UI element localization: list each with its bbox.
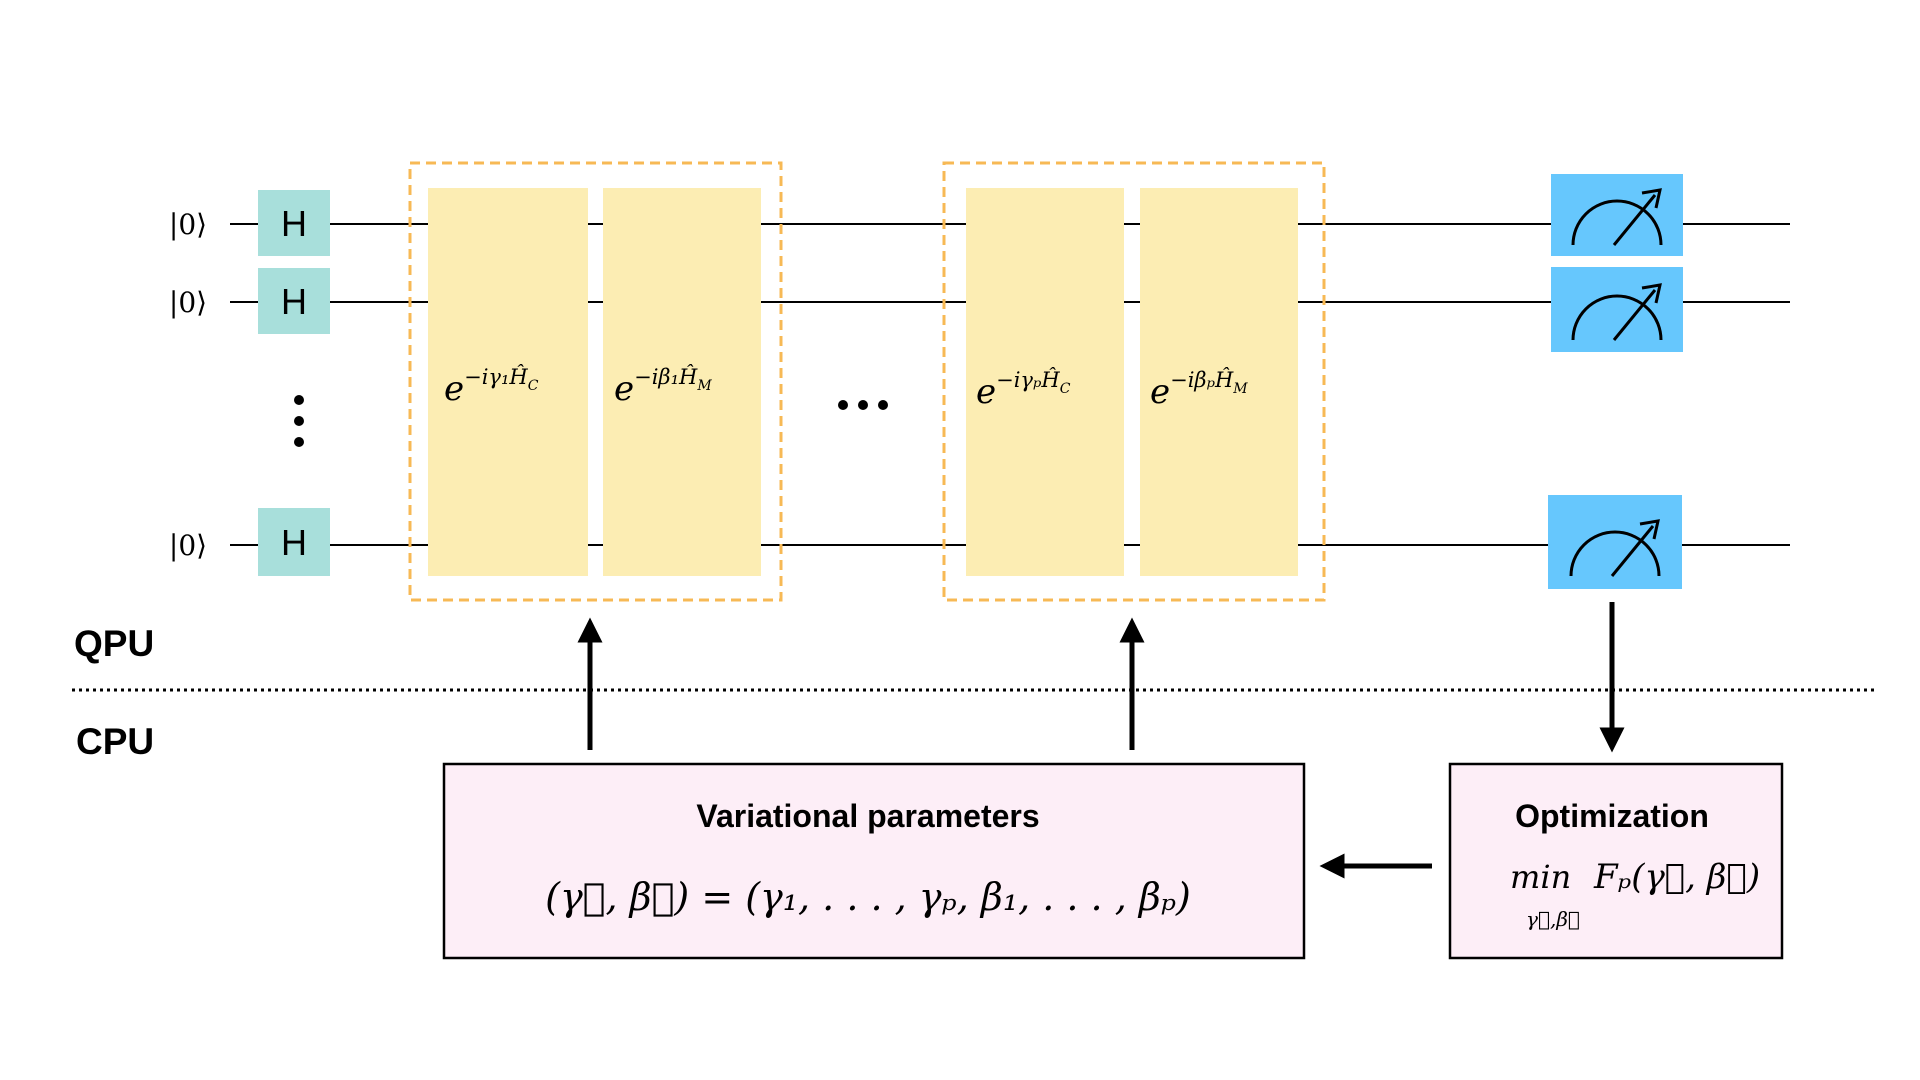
cpu-label: CPU (76, 721, 154, 762)
mixer-unitary-1-label: e−iβ₁ĤM (614, 365, 712, 409)
meter-icon (1569, 519, 1661, 577)
measurement-gates (1548, 174, 1683, 589)
optimization-title: Optimization (1515, 798, 1709, 834)
optimization-box: Optimization min γ⃗,β⃗ Fₚ(γ⃗, β⃗) (1448, 762, 1784, 960)
hadamard-gate-1 (258, 190, 330, 256)
qpu-label: QPU (74, 623, 154, 664)
hadamard-gate-2 (258, 268, 330, 334)
hadamard-gate-n (258, 508, 330, 576)
cost-unitary-1 (428, 188, 588, 576)
initial-state-2: |0⟩ (169, 286, 207, 319)
layer-p-border (942, 161, 1326, 602)
cost-unitary-p (966, 188, 1124, 576)
optimization-min-subscript: γ⃗,β⃗ (1526, 907, 1580, 931)
arrows (577, 602, 1625, 879)
vertical-ellipsis (294, 395, 304, 447)
variational-parameters-title: Variational parameters (696, 798, 1039, 834)
mixer-unitary-p-label: e−iβₚĤM (1150, 368, 1248, 412)
layer-1-border (408, 161, 783, 602)
variational-parameters-formula: (γ⃗, β⃗) = (γ₁, . . . , γₚ, β₁, . . . , … (545, 875, 1191, 919)
cost-unitary-1-label: e−iγ₁ĤC (444, 365, 539, 409)
mixer-unitary-1 (603, 188, 761, 576)
meter-icon (1571, 188, 1663, 246)
layer-1: e−iγ₁ĤC e−iβ₁ĤM (408, 161, 783, 602)
layer-ellipsis (838, 400, 888, 410)
hadamard-label-1: H (281, 203, 307, 244)
initial-states: |0⟩ |0⟩ |0⟩ (169, 208, 207, 562)
layer-p: e−iγₚĤC e−iβₚĤM (942, 161, 1326, 602)
variational-parameters-box: Variational parameters (γ⃗, β⃗) = (γ₁, .… (442, 762, 1306, 960)
mixer-unitary-p (1140, 188, 1298, 576)
measure-gate-2 (1551, 267, 1683, 352)
initial-state-1: |0⟩ (169, 208, 207, 241)
cost-unitary-p-label: e−iγₚĤC (976, 368, 1071, 412)
meter-icon (1571, 283, 1663, 341)
optimization-min-operator: min (1510, 858, 1571, 896)
hadamard-label-n: H (281, 522, 307, 563)
initial-state-n: |0⟩ (169, 529, 207, 562)
hadamard-label-2: H (281, 281, 307, 322)
measure-gate-1 (1551, 174, 1683, 256)
hadamard-gates: H H H (258, 190, 330, 576)
measure-gate-n (1548, 495, 1682, 589)
optimization-objective: Fₚ(γ⃗, β⃗) (1593, 857, 1760, 897)
